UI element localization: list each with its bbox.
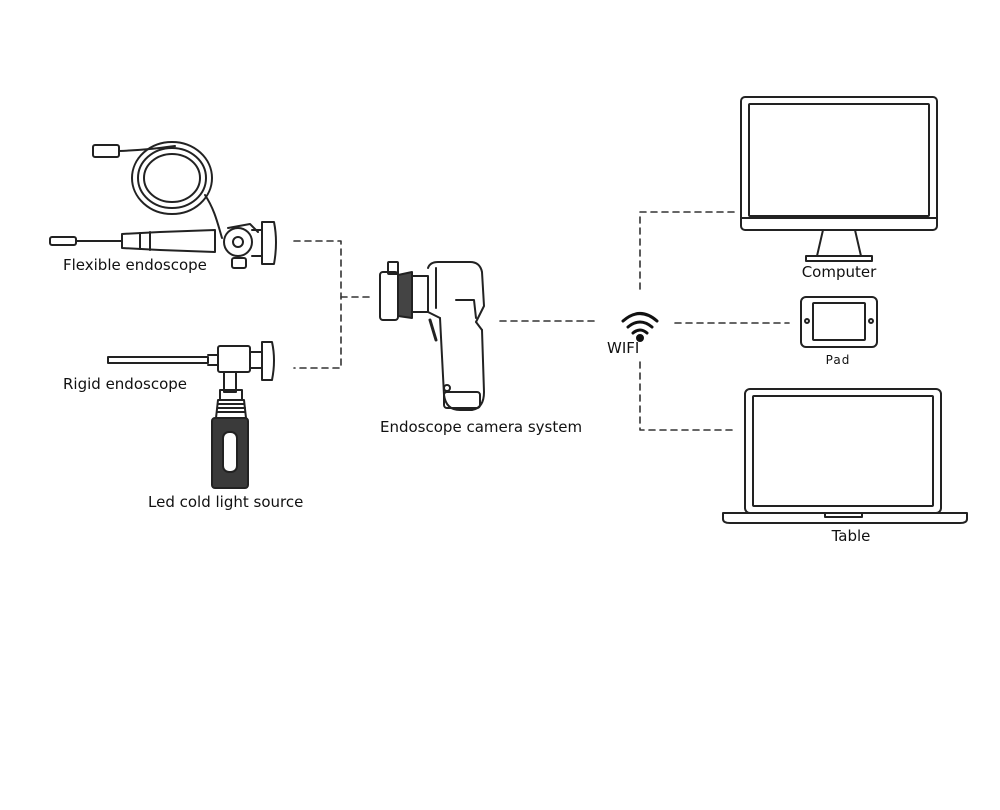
endoscope-camera-icon xyxy=(379,261,485,411)
label-wifi: WIFI xyxy=(607,339,640,357)
label-rigid-endoscope: Rigid endoscope xyxy=(63,375,187,393)
label-camera-system: Endoscope camera system xyxy=(380,418,583,436)
connector-flexible xyxy=(293,240,342,369)
connector-lines xyxy=(293,211,790,431)
rigid-endoscope-icon xyxy=(107,341,275,393)
computer-monitor-icon xyxy=(740,96,938,262)
laptop-icon xyxy=(722,388,968,524)
tablet-icon xyxy=(800,296,878,348)
label-led-light-source: Led cold light source xyxy=(148,493,304,511)
connector-wifi-laptop xyxy=(639,361,738,431)
connector-wifi-computer xyxy=(639,211,738,290)
label-pad: Pad xyxy=(825,353,851,367)
label-table: Table xyxy=(831,527,871,545)
label-computer: Computer xyxy=(801,263,877,281)
led-light-source-icon xyxy=(211,389,249,489)
wifi-icon xyxy=(621,312,659,342)
label-flexible-endoscope: Flexible endoscope xyxy=(63,256,207,274)
flexible-endoscope-icon xyxy=(49,141,277,269)
